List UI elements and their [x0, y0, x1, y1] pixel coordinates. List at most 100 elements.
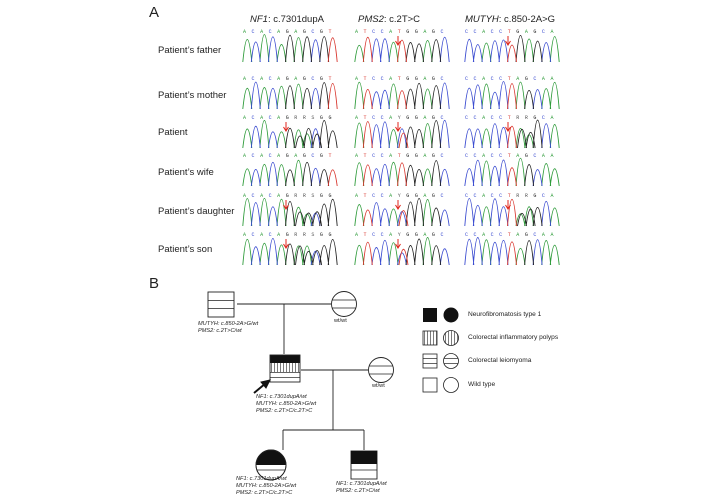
trace-G — [517, 119, 543, 149]
trace-T — [507, 199, 517, 227]
trace-G — [285, 199, 338, 227]
variant-arrow-icon — [283, 200, 289, 210]
trace-A — [481, 158, 560, 187]
trace-A — [354, 122, 433, 149]
trace-C — [250, 162, 321, 187]
trace-C — [371, 120, 450, 149]
proband-arrow-icon — [253, 379, 271, 394]
trace-G — [285, 82, 330, 110]
row-label-daughter: Patient’s daughter — [158, 206, 235, 217]
panel-a-label: A — [149, 4, 160, 21]
trace-T — [507, 241, 517, 266]
trace-A — [242, 160, 304, 187]
trace-C — [371, 37, 450, 63]
trace-G — [285, 162, 330, 187]
trace-C — [464, 123, 552, 149]
trace-C — [371, 240, 450, 266]
column-header-nf1: NF1: c.7301dupA — [250, 14, 324, 25]
legend-horizontal-icons — [422, 353, 459, 369]
proband-symbol — [269, 354, 301, 383]
variant-arrow-icon — [395, 200, 401, 210]
trace-G — [285, 239, 338, 266]
row-label-son: Patient’s son — [158, 244, 213, 255]
mother-genotype-note: wt/wt — [334, 318, 347, 324]
legend-empty-icons — [422, 377, 459, 393]
trace-G — [405, 160, 442, 187]
trace-G — [405, 83, 442, 110]
legend-solid-icons — [423, 307, 459, 323]
column-header-pms2: PMS2: c.2T>C — [358, 14, 421, 25]
trace-T — [327, 169, 338, 187]
legend-label-leiomyoma: Colorectal leiomyoma — [468, 357, 532, 364]
trace-C — [371, 82, 450, 110]
trace-T — [362, 121, 409, 149]
variant-arrow-icon — [395, 239, 401, 249]
variant-arrow-icon — [395, 36, 401, 46]
trace-T — [507, 167, 517, 187]
row-label-father: Patient’s father — [158, 45, 222, 56]
daughter-symbol — [255, 449, 287, 481]
trace-A — [481, 81, 560, 110]
trace-A — [242, 198, 313, 227]
row-label-mother: Patient’s mother — [158, 90, 227, 101]
trace-A — [354, 237, 433, 266]
trace-A — [481, 124, 560, 149]
trace-C — [250, 36, 321, 63]
trace-C — [464, 198, 552, 227]
trace-A — [481, 239, 560, 266]
trace-A — [242, 120, 313, 149]
mother-symbol — [331, 291, 357, 317]
trace-G — [524, 240, 535, 266]
son-symbol — [350, 450, 378, 480]
trace-A — [481, 36, 560, 63]
trace-T — [327, 37, 338, 63]
legend-vertical-icons — [422, 330, 459, 346]
trace-A — [242, 239, 313, 266]
trace-T — [507, 83, 517, 110]
trace-A — [481, 206, 560, 227]
trace-A — [354, 39, 433, 63]
wife-symbol — [368, 357, 394, 383]
trace-T — [507, 44, 517, 63]
legend-label-nf1: Neurofibromatosis type 1 — [468, 311, 542, 318]
row-label-patient: Patient — [158, 127, 188, 138]
trace-C — [371, 202, 450, 227]
trace-A — [242, 83, 304, 110]
trace-G — [524, 90, 535, 110]
trace-C — [250, 238, 321, 266]
trace-A — [242, 34, 304, 63]
variant-arrow-icon — [283, 239, 289, 249]
trace-C — [250, 125, 321, 149]
wife-genotype-note: wt/wt — [372, 383, 385, 389]
variant-arrow-icon — [505, 122, 511, 132]
trace-T — [362, 162, 407, 187]
